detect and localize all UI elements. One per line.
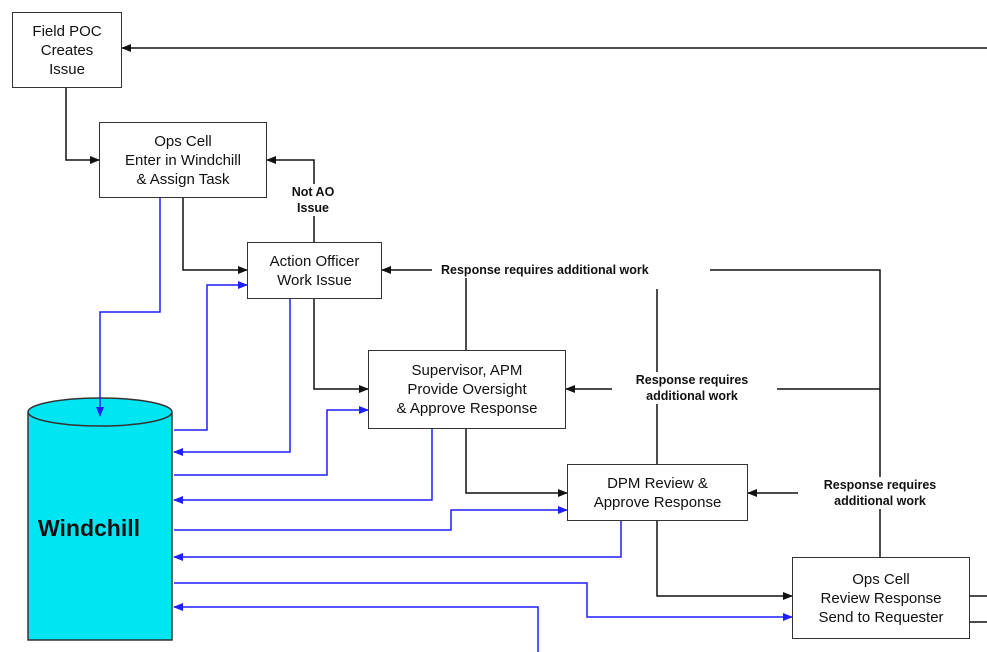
resp3-line-1: Response requires: [823, 478, 937, 492]
not-ao-line-2: Issue: [297, 201, 329, 215]
action-officer-box: Action Officer Work Issue: [247, 242, 382, 299]
flow-connectors: [65, 44, 987, 623]
ops-cell-review-line-1: Ops Cell: [852, 570, 910, 588]
supervisor-line-3: & Approve Response: [396, 400, 538, 417]
field-poc-line-3: Issue: [49, 60, 85, 78]
not-ao-line-1: Not AO: [291, 185, 335, 199]
response-rework-label-3: Response requires additional work: [800, 477, 960, 509]
arrow-ao-to-supervisor: [313, 299, 369, 393]
link-windchill-to-ops-review: [174, 582, 793, 621]
link-bottom-to-windchill: [173, 603, 539, 652]
ops-cell-enter-line-3: & Assign Task: [136, 170, 230, 188]
resp1-line-1: Response requires additional work: [441, 263, 649, 277]
dpm-line-2: Approve Response: [593, 493, 722, 511]
supervisor-line-1: Supervisor, APM: [411, 362, 523, 379]
database-label: Windchill: [38, 515, 141, 541]
action-officer-line-2: Work Issue: [277, 271, 352, 289]
link-ops-to-windchill: [96, 198, 161, 417]
arrow-supervisor-to-dpm: [465, 429, 568, 497]
not-ao-issue-label: Not AO Issue: [283, 184, 343, 216]
line-rework-outer: [710, 269, 881, 557]
arrow-field-poc-to-ops: [65, 88, 100, 164]
ops-cell-review-line-3: Send to Requester: [818, 608, 944, 626]
arrow-dpm-to-ops-review: [656, 521, 793, 600]
resp2-line-1: Response requires: [635, 373, 749, 387]
response-rework-label-1: Response requires additional work: [438, 262, 652, 278]
link-ao-to-windchill: [173, 299, 291, 456]
field-poc-line-2: Creates: [40, 41, 94, 59]
ops-cell-review-line-2: Review Response: [820, 589, 942, 607]
dpm-line-1: DPM Review &: [607, 474, 708, 492]
link-windchill-to-dpm: [174, 506, 568, 531]
link-dpm-to-windchill: [173, 521, 622, 561]
ops-cell-enter-line-2: Enter in Windchill: [125, 151, 241, 169]
response-rework-label-2: Response requires additional work: [612, 372, 772, 404]
ops-cell-review-box: Ops Cell Review Response Send to Request…: [792, 557, 970, 639]
field-poc-line-1: Field POC: [32, 22, 102, 40]
ops-cell-enter-line-1: Ops Cell: [154, 132, 212, 150]
data-connectors: [96, 198, 793, 652]
ops-cell-enter-box: Ops Cell Enter in Windchill & Assign Tas…: [99, 122, 267, 198]
link-windchill-to-supervisor: [174, 406, 369, 476]
resp2-line-2: additional work: [646, 389, 738, 403]
link-windchill-to-ao: [174, 281, 248, 431]
dpm-box: DPM Review & Approve Response: [567, 464, 748, 521]
link-supervisor-to-windchill: [173, 429, 433, 504]
supervisor-line-2: Provide Oversight: [407, 381, 527, 398]
database-body: [27, 412, 173, 641]
resp3-line-2: additional work: [834, 494, 926, 508]
arrow-ops-to-ao: [182, 198, 248, 274]
field-poc-box: Field POC Creates Issue: [12, 12, 122, 88]
supervisor-box: Supervisor, APM Provide Oversight & Appr…: [368, 350, 566, 429]
action-officer-line-1: Action Officer: [269, 252, 360, 270]
